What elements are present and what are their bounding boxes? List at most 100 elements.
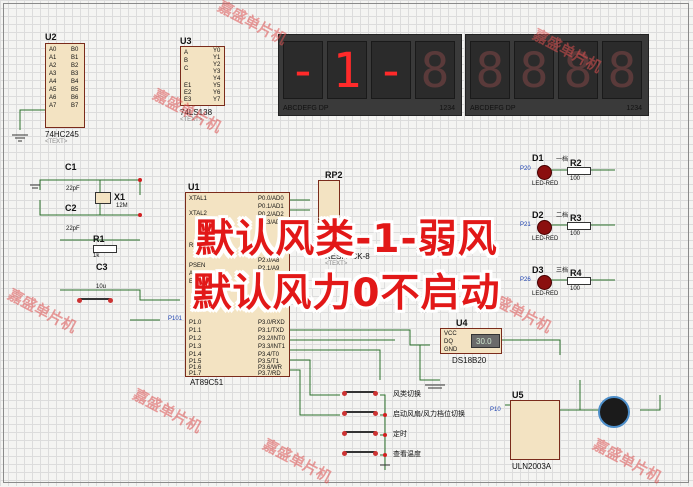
u3-pin-y1: Y1 bbox=[213, 55, 221, 61]
u1-pin: P2.0/A8 bbox=[258, 258, 280, 264]
u3-pin-y0: Y0 bbox=[213, 48, 221, 54]
r3-resistor[interactable] bbox=[567, 222, 591, 230]
crystal[interactable] bbox=[95, 192, 111, 204]
overlay-line-1: 默认风类-1-弱风 bbox=[195, 217, 498, 262]
r1-resistor[interactable] bbox=[93, 245, 117, 253]
fan-type-button[interactable] bbox=[342, 391, 378, 400]
digit: 8 bbox=[470, 41, 510, 99]
fan-motor[interactable] bbox=[598, 396, 630, 428]
u1-pin: P3.3/INT1 bbox=[258, 344, 286, 350]
u3-pin-a: A bbox=[184, 50, 189, 56]
u1-chip[interactable]: XTAL1 XTAL2 RST PSEN ALE EA P1.0 P1.1 P1… bbox=[185, 192, 290, 377]
digit: 8 bbox=[415, 41, 455, 99]
u2-pin-a2: A2 bbox=[49, 63, 57, 69]
u1-pin: P1.1 bbox=[189, 328, 202, 334]
u4-pin-gnd: GND bbox=[444, 347, 458, 353]
u1-pin: PSEN bbox=[189, 263, 206, 269]
rp2-ref: RP2 bbox=[325, 170, 343, 180]
u3-pin-c: C bbox=[184, 66, 189, 72]
u3-pin-y3: Y3 bbox=[213, 69, 221, 75]
u5-ref: U5 bbox=[512, 390, 524, 400]
d3-tag: 三档 bbox=[556, 268, 569, 274]
d2-tag: 二档 bbox=[556, 213, 569, 219]
u3-ref: U3 bbox=[180, 36, 192, 46]
u2-pin-b7: B7 bbox=[71, 103, 79, 109]
u1-pin: XTAL1 bbox=[189, 196, 207, 202]
seven-seg-display-right: 8 8 8 8 ABCDEFG DP 1234 bbox=[465, 34, 649, 116]
u2-pin-a5: A5 bbox=[49, 87, 57, 93]
r1-ref: R1 bbox=[93, 234, 105, 244]
digit: 1 bbox=[327, 41, 367, 99]
digit: 8 bbox=[602, 41, 642, 99]
u1-pin: P0.3/AD3 bbox=[258, 220, 284, 226]
d2-ref: D2 bbox=[532, 210, 544, 220]
rp2-text: <TEXT> bbox=[325, 261, 348, 267]
u3-pin-e3: E3 bbox=[184, 97, 192, 103]
u3-chip[interactable]: A B C E1 E2 E3 Y0 Y1 Y2 Y3 Y4 Y5 Y6 Y7 bbox=[180, 46, 225, 106]
u1-part: AT89C51 bbox=[190, 378, 224, 387]
seg-label: ABCDEFG DP bbox=[283, 105, 329, 112]
r3-value: 100 bbox=[570, 231, 581, 237]
c2-ref: C2 bbox=[65, 203, 77, 213]
x1-ref: X1 bbox=[114, 192, 126, 202]
net-label-p101: P101 bbox=[168, 316, 183, 322]
u1-pin: P2.1/A9 bbox=[258, 266, 280, 272]
pos-label: 1234 bbox=[626, 105, 642, 112]
u5-part: ULN2003A bbox=[512, 462, 552, 471]
net-label-p20: P20 bbox=[520, 166, 531, 172]
u1-pin: P3.7/RD bbox=[258, 371, 281, 377]
net-label-p21: P21 bbox=[520, 222, 531, 228]
sheet-border bbox=[3, 3, 689, 483]
u2-pin-a6: A6 bbox=[49, 95, 57, 101]
u3-pin-y7: Y7 bbox=[213, 97, 221, 103]
temp-value: 30.0 bbox=[476, 337, 492, 346]
u1-pin: P0.2/AD2 bbox=[258, 212, 284, 218]
view-temp-label: 查看温度 bbox=[393, 451, 421, 458]
u4-ref: U4 bbox=[456, 318, 468, 328]
u3-pin-e2: E2 bbox=[184, 90, 192, 96]
x1-value: 12M bbox=[116, 203, 128, 209]
rp2-chip[interactable] bbox=[318, 180, 340, 250]
u2-pin-a0: A0 bbox=[49, 47, 57, 53]
r2-value: 100 bbox=[570, 176, 581, 182]
c1-ref: C1 bbox=[65, 162, 77, 172]
view-temp-button[interactable] bbox=[342, 451, 378, 460]
u2-pin-a7: A7 bbox=[49, 103, 57, 109]
u2-chip[interactable]: A0 A1 A2 A3 A4 A5 A6 A7 B0 B1 B2 B3 B4 B… bbox=[45, 43, 85, 128]
u3-text: <TEXT> bbox=[180, 117, 203, 123]
start-fan-button[interactable] bbox=[342, 411, 378, 420]
u2-pin-b4: B4 bbox=[71, 79, 79, 85]
u1-pin: P1.5 bbox=[189, 359, 202, 365]
u1-ref: U1 bbox=[188, 182, 200, 192]
u2-pin-b0: B0 bbox=[71, 47, 79, 53]
digit: - bbox=[371, 41, 411, 99]
u5-chip[interactable] bbox=[510, 400, 560, 460]
u1-pin: RST bbox=[189, 243, 201, 249]
digit: 8 bbox=[514, 41, 554, 99]
led-d2[interactable] bbox=[537, 220, 552, 235]
r4-ref: R4 bbox=[570, 268, 582, 278]
c2-value: 22pF bbox=[66, 226, 80, 232]
u2-pin-b5: B5 bbox=[71, 87, 79, 93]
u3-pin-y6: Y6 bbox=[213, 90, 221, 96]
led-d3[interactable] bbox=[537, 275, 552, 290]
u3-part: 74LS138 bbox=[180, 108, 213, 117]
r2-resistor[interactable] bbox=[567, 167, 591, 175]
net-label-p26: P26 bbox=[520, 277, 531, 283]
u4-pin-vcc: VCC bbox=[444, 331, 457, 337]
u4-chip[interactable]: VCC DQ GND 30.0 bbox=[440, 328, 502, 354]
u1-pin: P1.7 bbox=[189, 371, 202, 377]
u1-pin: P3.5/T1 bbox=[258, 359, 280, 365]
fan-type-label: 风类切换 bbox=[393, 391, 421, 398]
c3-value: 10u bbox=[96, 284, 107, 290]
led-d1[interactable] bbox=[537, 165, 552, 180]
digit: 8 bbox=[558, 41, 598, 99]
u1-pin: P1.6 bbox=[189, 365, 202, 371]
u3-pin-y5: Y5 bbox=[213, 83, 221, 89]
u1-pin: XTAL2 bbox=[189, 211, 207, 217]
r1-value: 1k bbox=[93, 253, 100, 259]
u1-pin: P3.4/T0 bbox=[258, 352, 280, 358]
reset-button[interactable] bbox=[77, 298, 113, 307]
timer-button[interactable] bbox=[342, 431, 378, 440]
r4-resistor[interactable] bbox=[567, 277, 591, 285]
